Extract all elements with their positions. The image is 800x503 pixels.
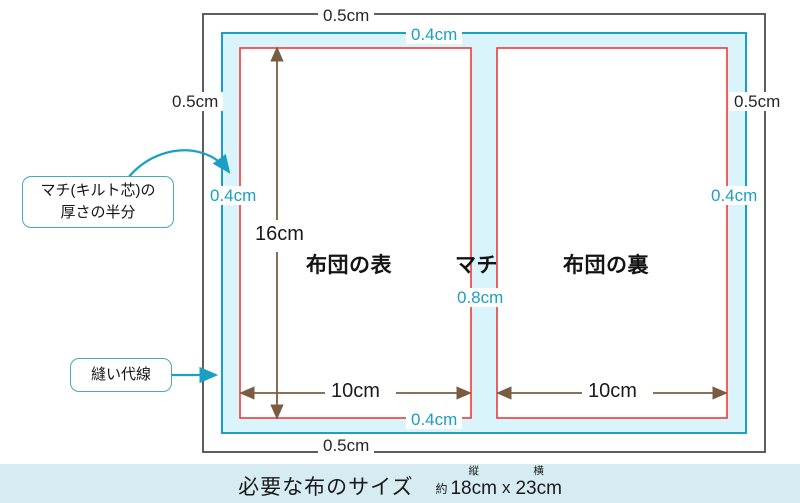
seam-line-front-panel [239, 47, 472, 419]
fabric-size-value: 約 縦 18cm x 横 23cm [435, 466, 561, 498]
horizontal-value: 23cm [515, 477, 562, 499]
size-separator: x [501, 477, 511, 497]
dim-panel-height: 16cm [249, 224, 310, 244]
callout-batting-line2: 厚さの半分 [60, 204, 136, 221]
part-label-back: 布団の裏 [563, 254, 649, 277]
required-fabric-size-bar: 必要な布のサイズ 約 縦 18cm x 横 23cm [0, 464, 800, 503]
dim-top-outer: 0.5cm [318, 6, 375, 25]
dim-top-batting: 0.4cm [406, 25, 463, 44]
callout-batting-thickness: マチ(キルト芯)の 厚さの半分 [22, 176, 174, 228]
batting-fill [222, 33, 746, 433]
size-prefix: 約 [435, 481, 448, 496]
dim-back-panel-width: 10cm [582, 381, 643, 401]
dim-left-batting: 0.4cm [205, 186, 262, 205]
batting-fill-layer [222, 33, 746, 433]
vertical-size: 縦 18cm [450, 466, 496, 498]
dim-bottom-batting: 0.4cm [406, 410, 463, 429]
batting-outline [221, 32, 747, 434]
vertical-value: 18cm [450, 477, 497, 499]
part-label-front: 布団の表 [306, 254, 392, 277]
dim-gusset-width: 0.8cm [452, 288, 509, 307]
dim-right-batting: 0.4cm [706, 186, 763, 205]
dim-bottom-outer: 0.5cm [318, 436, 375, 455]
vertical-ruby: 縦 [468, 465, 479, 478]
dim-left-outer: 0.5cm [167, 92, 224, 111]
callout-seam-line1: 縫い代線 [90, 366, 151, 384]
dim-front-panel-width: 10cm [325, 381, 386, 401]
horizontal-ruby: 横 [533, 465, 544, 478]
part-label-gusset: マチ [455, 254, 498, 277]
caption-title: 必要な布のサイズ [238, 475, 414, 499]
fabric-cut-frame [202, 13, 766, 453]
seam-line-back-panel [496, 47, 728, 419]
callout-seam-line: 縫い代線 [70, 358, 172, 392]
callout-batting-line1: マチ(キルト芯)の [40, 182, 156, 200]
horizontal-size: 横 23cm [515, 466, 561, 498]
dim-right-outer: 0.5cm [729, 92, 786, 111]
